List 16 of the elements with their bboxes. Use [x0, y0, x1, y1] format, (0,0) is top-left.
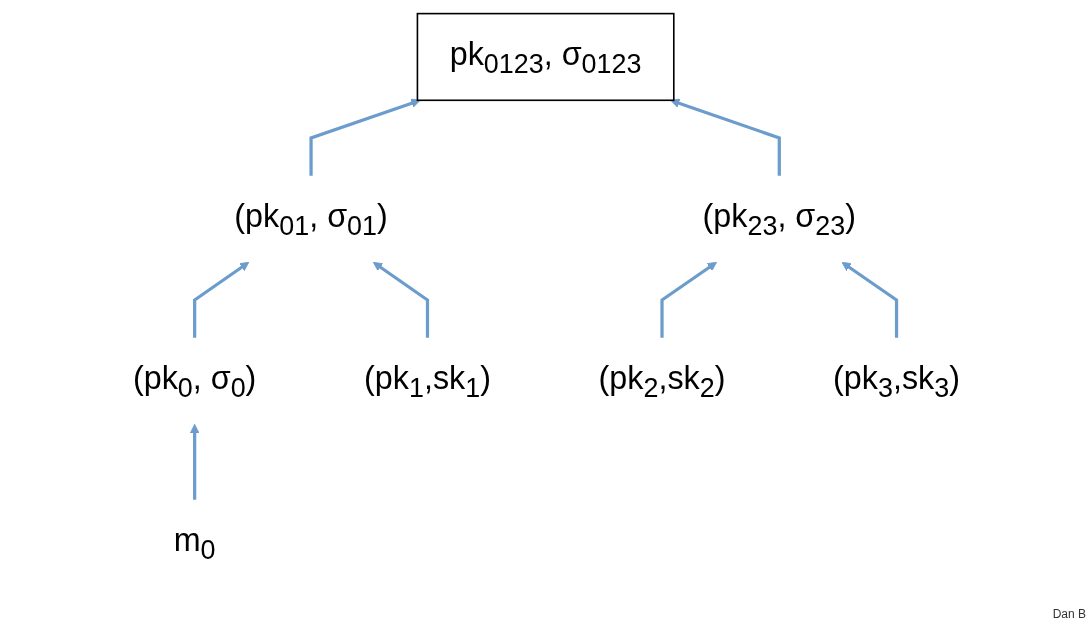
- arrow: [372, 261, 429, 338]
- node-box: pk$_{0123}$, σ$_{0123}$: [416, 12, 675, 102]
- footer-note: Dan B: [1052, 607, 1086, 621]
- node-text: (pk$_{1}$,sk$_{1}$): [363, 360, 491, 403]
- arrow: [192, 261, 249, 338]
- node-text: (pk$_{3}$,sk$_{3}$): [832, 360, 960, 403]
- arrow: [309, 98, 421, 176]
- arrow: [189, 423, 199, 500]
- arrow: [659, 261, 717, 338]
- node-text: (pk$_{2}$,sk$_{2}$): [598, 360, 725, 403]
- arrow: [841, 261, 898, 338]
- node-text: m$_{0}$: [173, 522, 216, 565]
- node-text: (pk$_{0}$, σ$_{0}$): [132, 360, 256, 403]
- arrow: [669, 98, 781, 176]
- node-text: (pk$_{01}$, σ$_{01}$): [233, 198, 388, 241]
- node-text: (pk$_{23}$, σ$_{23}$): [702, 198, 856, 241]
